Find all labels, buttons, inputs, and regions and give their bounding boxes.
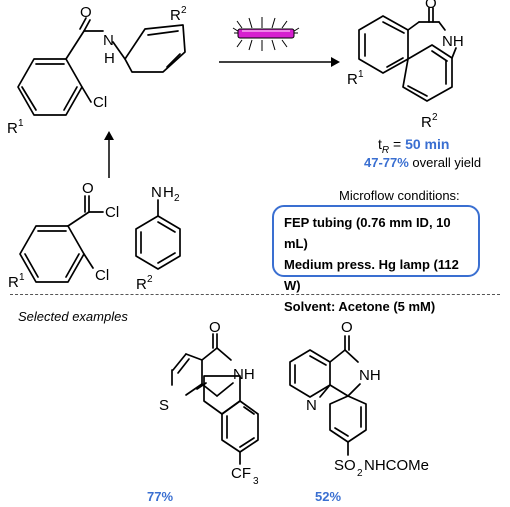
svg-text:2: 2 (181, 5, 187, 16)
retention-time: tR = 50 min (378, 136, 450, 156)
uv-lamp-icon (232, 17, 300, 51)
reaction-arrow (219, 17, 340, 67)
r1-label: R (7, 120, 18, 137)
carbonyl-oxygen: O (80, 4, 92, 21)
condition-line: Solvent: Acetone (5 mM) (284, 299, 436, 314)
svg-text:2: 2 (432, 112, 438, 123)
example-yield: 77% (147, 489, 174, 504)
conditions-title: Microflow conditions: (339, 188, 460, 203)
conditions-box: FEP tubing (0.76 mm ID, 10 mL) Medium pr… (272, 205, 480, 314)
chloro-label: Cl (93, 94, 107, 111)
ex1-cf3: CF (231, 465, 251, 482)
aniline-r2: R (136, 276, 147, 293)
amide-hydrogen: H (104, 50, 115, 67)
amide-substrate: O N H Cl R 1 R 2 (7, 4, 187, 137)
svg-text:2: 2 (357, 468, 363, 479)
ex2-so2: SO (334, 457, 356, 474)
ex2-pyridine-n: N (306, 397, 317, 414)
product-nh: NH (442, 33, 464, 50)
r2-label: R (170, 7, 181, 24)
ex1-sulfur: S (159, 397, 169, 414)
acyl-chloride-label: Cl (105, 204, 119, 221)
aryl-chloride-label: Cl (95, 267, 109, 284)
acid-chloride: O Cl Cl R 1 (8, 180, 119, 291)
svg-text:H: H (163, 184, 174, 201)
ex1-oxygen: O (209, 319, 221, 336)
example-benzonaphthyridinone: O NH N SO 2 NHCOMe (289, 319, 429, 479)
condition-line: FEP tubing (0.76 mm ID, 10 mL) (284, 215, 451, 251)
examples-heading: Selected examples (18, 309, 128, 324)
ex2-nhcome: NHCOMe (364, 457, 429, 474)
aniline-nh2: N (151, 184, 162, 201)
ex2-nh: NH (359, 367, 381, 384)
svg-text:1: 1 (19, 272, 25, 283)
overall-yield: 47-77% overall yield (364, 155, 482, 170)
svg-text:1: 1 (18, 118, 24, 129)
svg-text:2: 2 (147, 274, 153, 285)
product-r1: R (347, 71, 358, 88)
acid-oxygen: O (82, 180, 94, 197)
product-r2: R (421, 114, 432, 131)
svg-text:2: 2 (174, 193, 180, 204)
amide-nitrogen: N (103, 32, 114, 49)
aniline: N H 2 R 2 (135, 184, 181, 293)
example-yield: 52% (315, 489, 342, 504)
example-thienoquinolinone: O NH S CF 3 (159, 319, 259, 487)
ex1-nh: NH (233, 366, 255, 383)
svg-text:3: 3 (253, 476, 259, 487)
product-oxygen: O (425, 0, 437, 12)
condition-line: Medium press. Hg lamp (112 W) (284, 257, 459, 293)
section-divider (10, 294, 500, 295)
vertical-arrow (104, 131, 114, 178)
acid-r1-label: R (8, 274, 19, 291)
ex2-oxygen: O (341, 319, 353, 336)
phenanthridinone-product: O NH R 1 R 2 (347, 0, 464, 131)
svg-text:1: 1 (358, 69, 364, 80)
